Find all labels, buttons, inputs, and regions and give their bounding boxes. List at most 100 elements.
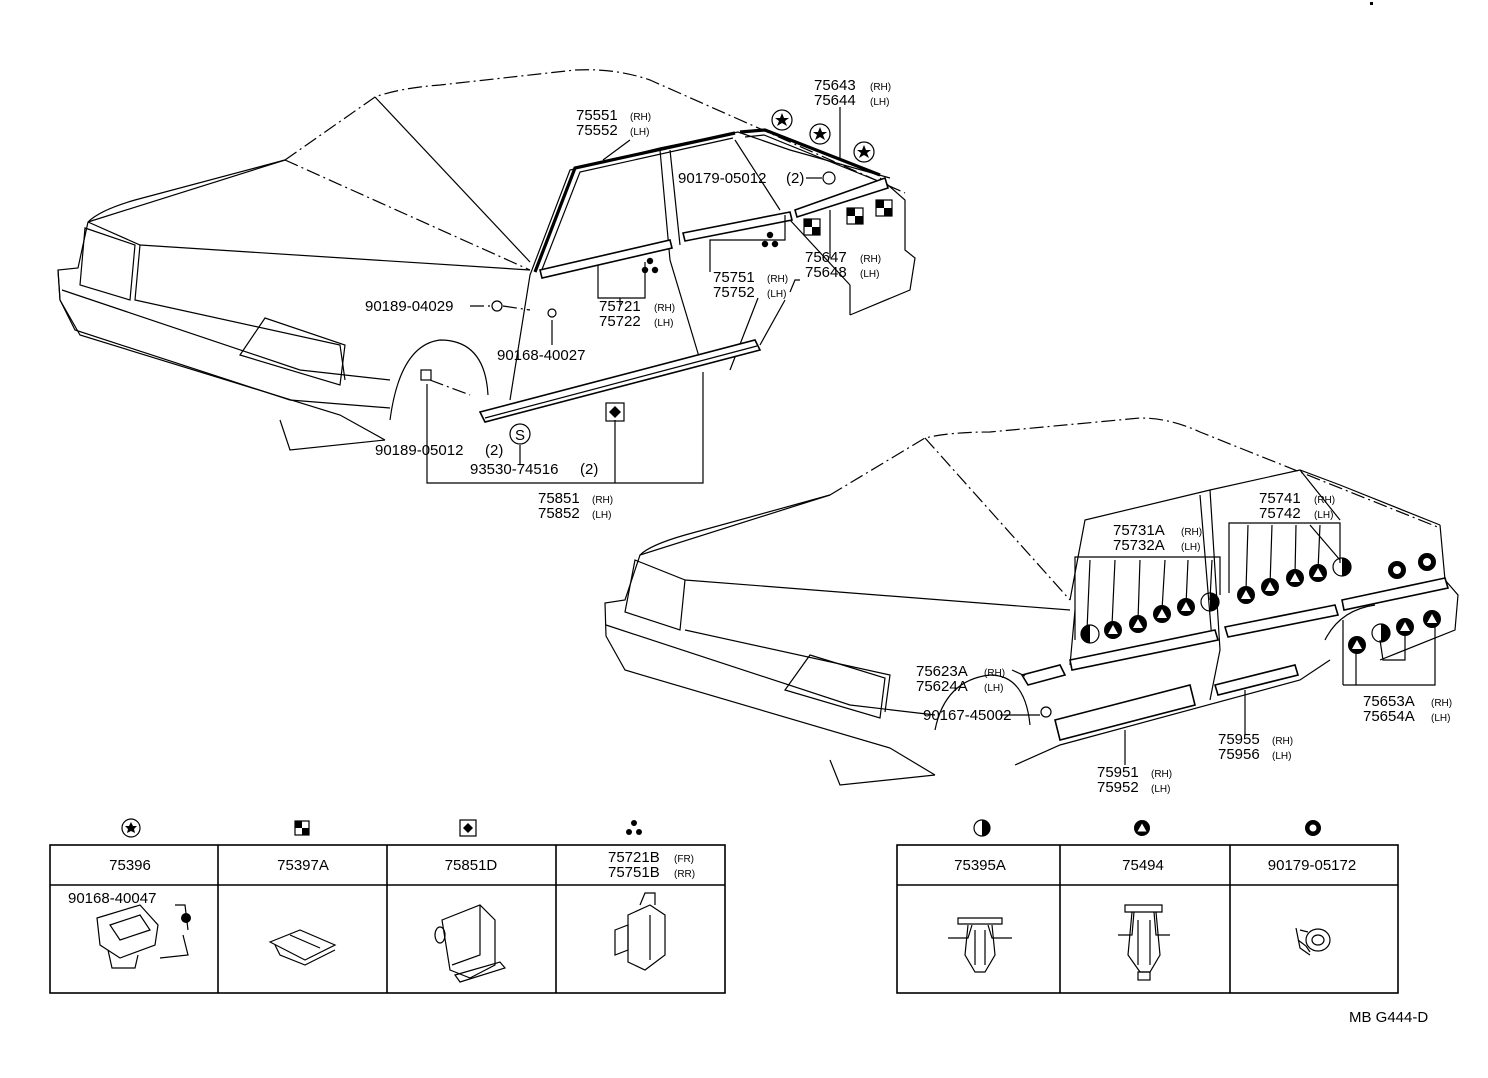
label-75852: 75852 (538, 505, 580, 522)
side-lh: (LH) (870, 97, 889, 108)
side-lh: (LH) (860, 269, 879, 280)
corner-mark (1370, 2, 1373, 5)
side-fr: (FR) (674, 854, 694, 865)
diagram-code: MB G444-D (1349, 1009, 1428, 1026)
bottom-car-labels: 75731A (RH) 75732A (LH) 75741 (RH) 75742… (916, 490, 1452, 796)
top-car-body (57, 69, 916, 451)
rear-scuff-plate (1213, 664, 1300, 696)
three-dot-icon (761, 231, 779, 248)
front-scuff-plate (1054, 684, 1196, 741)
star-icon (853, 141, 875, 163)
part-number-75751b: 75751B (608, 864, 660, 881)
label-90179-05012: 90179-05012 (678, 170, 766, 187)
label-75751: 75751 (713, 269, 755, 286)
label-90168-40027: 90168-40027 (497, 347, 585, 364)
diamond-square-icon (605, 402, 625, 422)
side-lh: (LH) (767, 289, 786, 300)
label-75623A: 75623A (916, 663, 968, 680)
front-belt-moulding (539, 239, 673, 279)
rear-door-side-moulding (1223, 604, 1340, 638)
qty-2: (2) (786, 170, 804, 187)
triangle-circle-icon (1177, 598, 1195, 616)
top-car-mouldings (420, 128, 889, 423)
triangle-circle-icon (1261, 578, 1279, 596)
star-icon (771, 109, 793, 131)
half-circle-icon (1200, 592, 1220, 612)
dot-circle-icon (1418, 553, 1436, 571)
label-75742: 75742 (1259, 505, 1301, 522)
label-75722: 75722 (599, 313, 641, 330)
label-75732A: 75732A (1113, 537, 1165, 554)
part-number-75721b: 75721B (608, 849, 660, 866)
label-75648: 75648 (805, 264, 847, 281)
qty-2: (2) (580, 461, 598, 478)
side-lh: (LH) (1181, 542, 1200, 553)
label-75731A: 75731A (1113, 522, 1165, 539)
bottom-front-lamp (784, 654, 886, 719)
clip-75494-drawing (1118, 904, 1170, 981)
checker-icon (875, 199, 893, 217)
triangle-circle-icon (1309, 564, 1327, 582)
top-car-symbols: S (509, 109, 893, 445)
side-rh: (RH) (860, 254, 881, 265)
clip-75397a-drawing (268, 929, 337, 966)
side-rr: (RR) (674, 869, 695, 880)
three-dot-icon (641, 257, 659, 274)
label-75552: 75552 (576, 122, 618, 139)
bottom-car-body (604, 417, 1459, 786)
label-90167-45002: 90167-45002 (923, 707, 1011, 724)
bottom-leader-lines (1000, 522, 1436, 765)
part-number-75396: 75396 (109, 857, 151, 874)
dot-circle-icon (1305, 820, 1321, 836)
checker-icon (294, 820, 310, 836)
half-circle-icon (973, 819, 991, 837)
side-rh: (RH) (630, 112, 651, 123)
label-75643: 75643 (814, 77, 856, 94)
side-lh: (LH) (1272, 751, 1291, 762)
part-number-75494: 75494 (1122, 857, 1164, 874)
rocker-moulding (478, 339, 762, 423)
s-circle-icon: S (509, 423, 531, 445)
fastener-table-left: 75396 75397A 75851D 75721B (FR) 75751B (… (49, 818, 726, 994)
clip-icon (420, 369, 432, 381)
clip-75851d-drawing (434, 904, 507, 983)
rear-belt-moulding (682, 211, 793, 242)
side-rh: (RH) (1431, 698, 1452, 709)
triangle-circle-icon (1348, 636, 1366, 654)
star-icon (809, 123, 831, 145)
side-rh: (RH) (767, 274, 788, 285)
label-75951: 75951 (1097, 764, 1139, 781)
dot-circle-icon (1388, 561, 1406, 579)
triangle-circle-icon (1104, 621, 1122, 639)
label-75851: 75851 (538, 490, 580, 507)
screw-icon (1040, 706, 1052, 718)
side-rh: (RH) (1181, 527, 1202, 538)
label-90189-04029: 90189-04029 (365, 298, 453, 315)
label-75647: 75647 (805, 249, 847, 266)
side-rh: (RH) (870, 82, 891, 93)
side-lh: (LH) (984, 683, 1003, 694)
label-75752: 75752 (713, 284, 755, 301)
side-lh: (LH) (1314, 510, 1333, 521)
side-lh: (LH) (654, 318, 673, 329)
side-rh: (RH) (592, 495, 613, 506)
label-75551: 75551 (576, 107, 618, 124)
label-75644: 75644 (814, 92, 856, 109)
triangle-circle-icon (1237, 586, 1255, 604)
clip-75721b-drawing (614, 892, 666, 971)
label-75721: 75721 (599, 298, 641, 315)
quarter-side-moulding (1341, 577, 1450, 611)
triangle-circle-icon (1134, 820, 1150, 836)
side-rh: (RH) (1151, 769, 1172, 780)
side-rh: (RH) (1314, 495, 1335, 506)
clip-90179-05172-drawing (1295, 927, 1331, 956)
label-75654A: 75654A (1363, 708, 1415, 725)
half-circle-icon (1080, 624, 1100, 644)
part-number-90168-40047: 90168-40047 (68, 890, 156, 907)
side-lh: (LH) (1151, 784, 1170, 795)
label-75955: 75955 (1218, 731, 1260, 748)
side-lh: (LH) (1431, 713, 1450, 724)
label-75653A: 75653A (1363, 693, 1415, 710)
qty-2: (2) (485, 442, 503, 459)
triangle-circle-icon (1423, 610, 1441, 628)
